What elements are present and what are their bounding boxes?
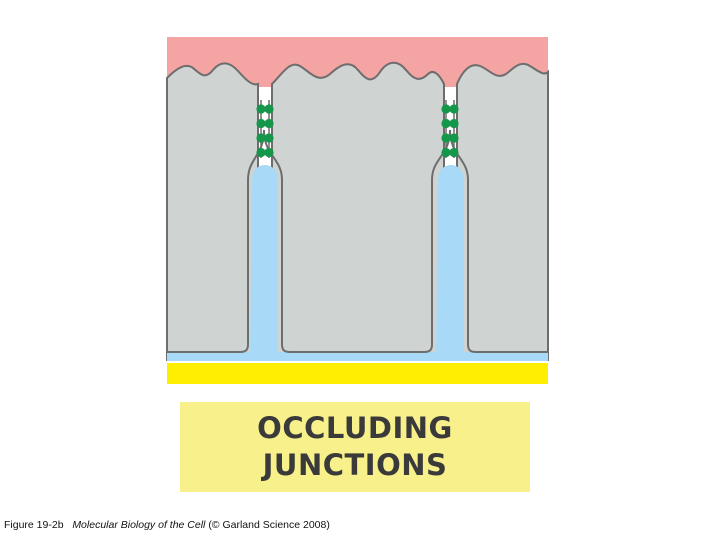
- junction-protein-bead: [256, 133, 266, 143]
- junction-protein-bead: [264, 147, 274, 158]
- figure-caption: Figure 19-2b Molecular Biology of the Ce…: [4, 519, 330, 531]
- junction-protein-bead: [449, 133, 459, 143]
- junction-protein-bead: [449, 147, 459, 158]
- occluding-junction-left: [256, 100, 274, 158]
- junction-protein-bead: [441, 133, 451, 143]
- junction-protein-bead: [256, 147, 266, 158]
- label-line-2: JUNCTIONS: [262, 448, 448, 482]
- epithelial-cell-right: [456, 62, 549, 361]
- caption-copyright: (© Garland Science 2008): [208, 519, 330, 531]
- epithelial-cell-middle: [271, 61, 445, 361]
- junction-protein-bead: [264, 133, 274, 143]
- junction-protein-bead: [449, 104, 459, 114]
- junction-protein-bead: [441, 118, 451, 129]
- caption-book-title: Molecular Biology of the Cell: [72, 519, 206, 531]
- caption-figure-ref: Figure 19-2b: [4, 519, 64, 531]
- junction-protein-bead: [256, 118, 266, 129]
- junction-protein-bead: [449, 118, 459, 129]
- occluding-junction-right: [441, 100, 459, 158]
- cell-membrane-outline-middle-left: [263, 129, 451, 353]
- basal-lamina: [167, 363, 548, 384]
- junction-protein-bead: [256, 104, 266, 114]
- basal-space: [167, 352, 548, 361]
- junction-protein-bead: [441, 147, 451, 158]
- junction-protein-bead: [264, 118, 274, 129]
- intercellular-space-left: [240, 165, 288, 358]
- junction-type-label: OCCLUDING JUNCTIONS: [180, 402, 530, 492]
- junction-protein-bead: [264, 104, 274, 114]
- intercellular-space-right: [426, 165, 474, 358]
- occluding-junction-diagram: [166, 37, 549, 384]
- label-line-1: OCCLUDING: [257, 411, 453, 445]
- junction-protein-bead: [441, 104, 451, 114]
- epithelial-cell-left: [166, 62, 259, 361]
